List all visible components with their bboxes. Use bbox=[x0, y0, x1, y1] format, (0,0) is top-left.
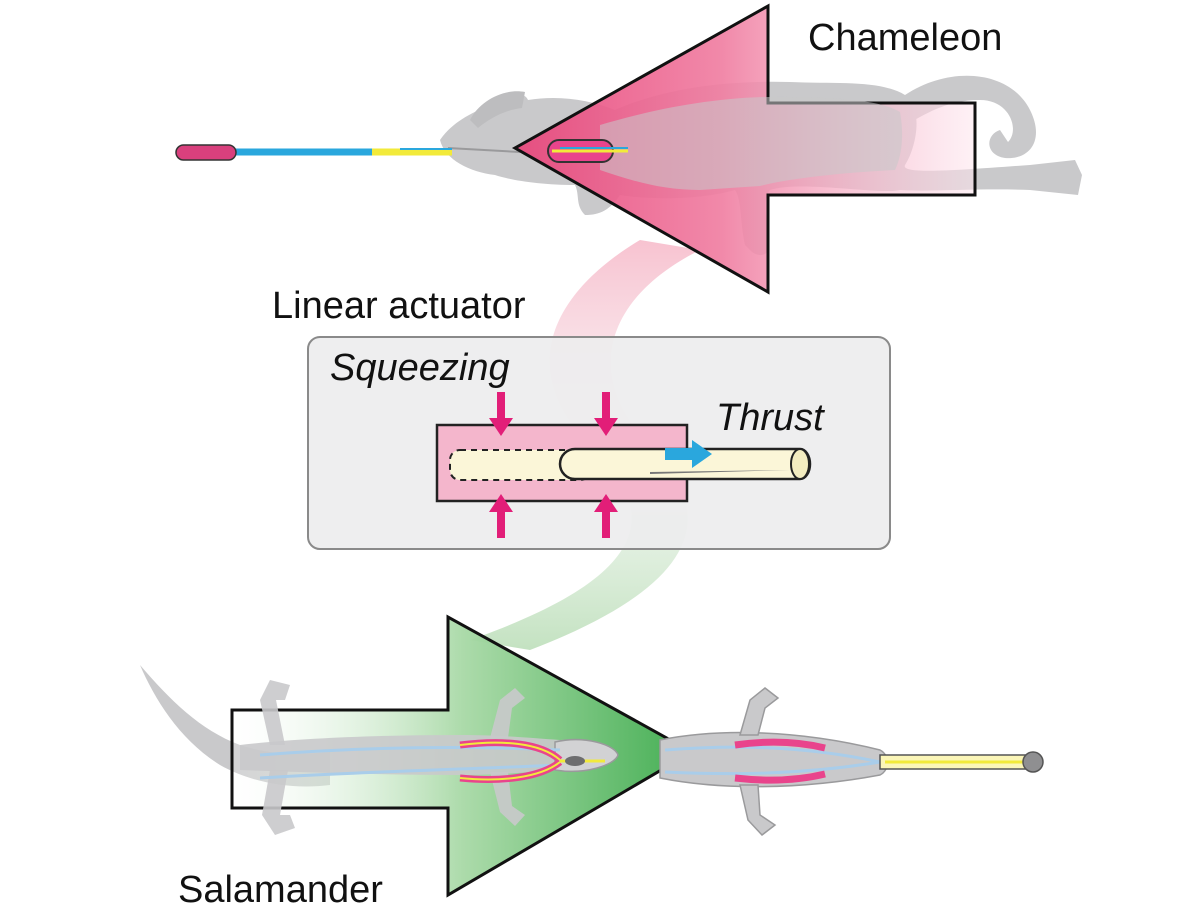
label-chameleon: Chameleon bbox=[808, 17, 1002, 59]
chameleon-tongue-tip bbox=[175, 144, 237, 161]
salamander-tongue-pad-retracted bbox=[565, 756, 585, 766]
salamander-legs-retracted bbox=[260, 680, 525, 835]
salamander-nerve-retracted-top bbox=[259, 746, 561, 757]
actuator-piston-shadow bbox=[650, 470, 790, 474]
salamander-muscle-extended-bottom bbox=[734, 770, 826, 784]
salamander-tongue-tip bbox=[1022, 751, 1044, 773]
label-squeezing: Squeezing bbox=[330, 347, 510, 389]
chameleon-tail bbox=[905, 75, 1036, 159]
salamander-legs-extended bbox=[739, 687, 780, 837]
salamander-nerve-extended-top bbox=[664, 745, 881, 764]
chameleon-casque bbox=[470, 91, 525, 128]
salamander-nerve-retracted-bottom bbox=[259, 763, 561, 780]
label-linear-actuator: Linear actuator bbox=[272, 285, 526, 327]
actuator-piston-ghost bbox=[449, 449, 591, 481]
label-salamander: Salamander bbox=[178, 869, 383, 911]
squeeze-arrow-icon bbox=[489, 392, 618, 538]
thrust-arrow-icon bbox=[665, 440, 712, 468]
actuator-piston-end bbox=[790, 448, 810, 480]
label-thrust: Thrust bbox=[716, 397, 825, 439]
chameleon-body-overlay bbox=[600, 96, 903, 190]
salamander-section: Salamander bbox=[140, 614, 1044, 911]
chameleon-arrow-outline bbox=[511, 3, 977, 295]
chameleon-mouth bbox=[447, 147, 521, 153]
salamander-muscle-extended-top bbox=[734, 738, 826, 752]
salamander-nerve-extended-bottom bbox=[664, 760, 881, 776]
chameleon-section: Chameleon bbox=[175, 3, 1082, 295]
actuator-section: Linear actuator Squeezing Thrust bbox=[272, 285, 891, 550]
